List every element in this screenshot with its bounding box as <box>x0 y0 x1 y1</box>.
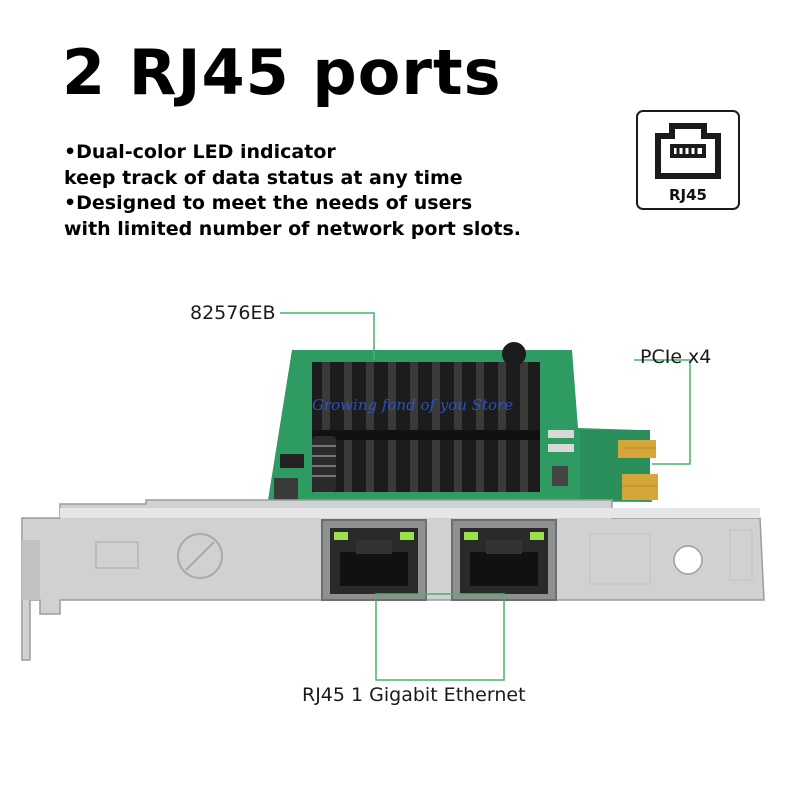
chip-leader-line <box>280 312 375 360</box>
store-watermark: Growing fond of you Store <box>312 396 514 414</box>
led-indicator <box>464 532 478 540</box>
rj45-port-icon <box>655 123 721 179</box>
rj45-port-1 <box>321 519 427 601</box>
rj45-badge: RJ45 <box>636 110 740 210</box>
led-indicator <box>400 532 414 540</box>
ethernet-callout-label: RJ45 1 Gigabit Ethernet <box>302 684 526 706</box>
heatsink <box>312 342 540 492</box>
heatsink-spring <box>312 436 336 492</box>
ports-leader-line <box>375 593 505 681</box>
led-indicator <box>530 532 544 540</box>
pcie-callout-label: PCIe x4 <box>640 346 712 368</box>
page-title: 2 RJ45 ports <box>62 36 502 109</box>
feature-line: with limited number of network port slot… <box>64 217 521 240</box>
rj45-port-2 <box>451 519 557 601</box>
feature-line: keep track of data status at any time <box>64 166 463 189</box>
feature-list: •Dual-color LED indicator keep track of … <box>64 140 521 242</box>
chip-callout-label: 82576EB <box>190 302 276 324</box>
feature-line: •Dual-color LED indicator <box>64 141 336 163</box>
feature-line: •Designed to meet the needs of users <box>64 192 473 214</box>
leader-lines <box>280 312 691 681</box>
rj45-badge-label: RJ45 <box>668 186 707 204</box>
pcie-leader-line <box>634 359 691 465</box>
gold-fingers <box>618 440 658 500</box>
led-indicator <box>334 532 348 540</box>
